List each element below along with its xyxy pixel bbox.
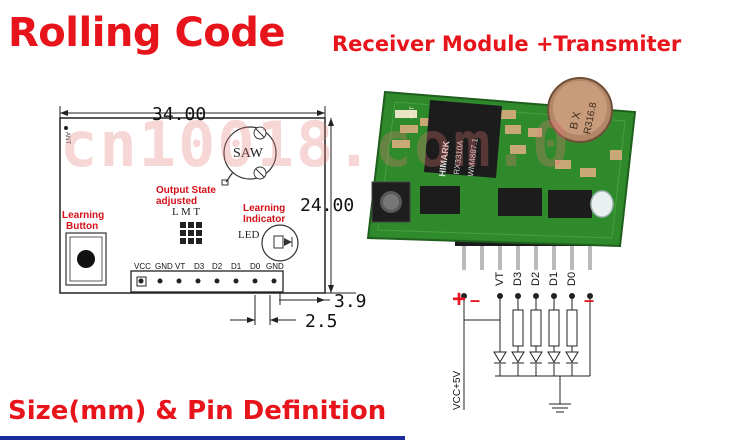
watermark: cn10018.com.0 [60,108,572,181]
pin-offset-dimension: 3.9 [334,291,367,312]
schematic-pin-vt: VT [494,271,506,286]
pin-label-d0: D0 [250,262,261,271]
amp-chip-1 [498,188,542,216]
learning-button-label: Learning [62,210,105,221]
led-label: LED [238,229,260,241]
schematic-pin-d2: D2 [530,271,542,286]
pin-label-vt: VT [175,262,186,271]
amp-chip-2 [548,190,592,218]
pin-pitch-dimension: 2.5 [305,311,338,332]
pin-label-d3: D3 [194,262,205,271]
pin-label-vcc: VCC [134,262,151,271]
schematic-pin-d1: D1 [548,271,560,286]
led-indicator [261,224,299,262]
status-led [590,190,614,218]
negative-symbol-right: – [584,290,595,310]
output-state-label: Output State [156,185,216,196]
pin-label-d1: D1 [231,262,242,271]
page-title: Rolling Code [8,10,286,56]
schematic-pin-d0: D0 [566,271,578,286]
decoder-chip [424,100,502,178]
height-dimension: 24.00 [300,195,355,216]
supply-label: VCC+5V [452,370,463,410]
led-array [493,351,579,364]
saw-resonator [223,126,277,180]
output-state-jumpers [180,222,202,244]
page-subtitle: Receiver Module +Transmiter [332,32,682,56]
regulator-chip [420,186,460,214]
negative-symbol-left: – [470,290,481,310]
lmt-label: L M T [172,206,201,218]
pin-label-gnd-2: GND [266,262,284,271]
learning-button-label-2: Button [66,221,99,232]
pin-label-gnd: GND [155,262,173,271]
saw-label: SAW [233,146,263,161]
learning-indicator-label-2: Indicator [243,214,286,225]
output-state-label-adjusted: adjusted [156,196,198,207]
learning-indicator-label: Learning [243,203,286,214]
positive-symbol: + [452,286,467,313]
schematic-pin-d3: D3 [512,271,524,286]
pin-label-d2: D2 [212,262,223,271]
pin-header [130,270,284,293]
footer-title: Size(mm) & Pin Definition [8,396,387,426]
width-dimension: 34.00 [152,104,207,125]
footer-bar [0,436,405,440]
